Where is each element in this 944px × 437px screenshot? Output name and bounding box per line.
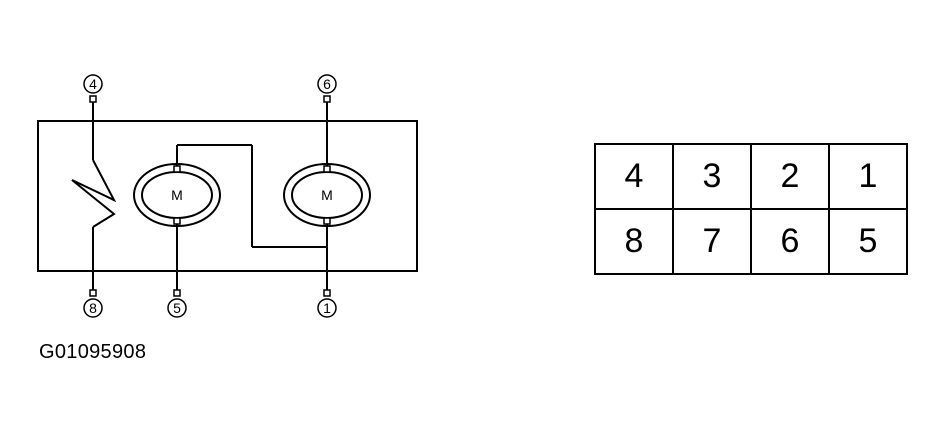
pin-4-circuit bbox=[71, 95, 117, 297]
connector-cell: 8 bbox=[594, 208, 674, 275]
motor-right: M bbox=[283, 163, 371, 227]
figure-id: G01095908 bbox=[39, 341, 147, 363]
svg-text:6: 6 bbox=[323, 76, 331, 92]
connector-pinout-table: 4 3 2 1 8 7 6 5 bbox=[594, 143, 908, 275]
resistor-icon bbox=[71, 159, 117, 228]
motor-left: M bbox=[133, 163, 221, 227]
motor-right-label: M bbox=[321, 187, 333, 203]
connector-cell: 6 bbox=[750, 208, 830, 275]
svg-text:5: 5 bbox=[173, 300, 181, 316]
svg-text:8: 8 bbox=[89, 300, 97, 316]
motor-left-label: M bbox=[171, 187, 183, 203]
connector-cell: 3 bbox=[672, 143, 752, 210]
pin-label-8: 8 bbox=[83, 298, 103, 318]
connector-row-1: 4 3 2 1 bbox=[594, 143, 908, 210]
svg-text:1: 1 bbox=[323, 300, 331, 316]
pin-label-6: 6 bbox=[317, 74, 337, 94]
connector-cell: 4 bbox=[594, 143, 674, 210]
connector-cell: 5 bbox=[828, 208, 908, 275]
pin-label-4: 4 bbox=[83, 74, 103, 94]
connector-cell: 7 bbox=[672, 208, 752, 275]
pin-label-5: 5 bbox=[167, 298, 187, 318]
component-housing bbox=[37, 120, 418, 272]
connector-cell: 1 bbox=[828, 143, 908, 210]
connector-row-2: 8 7 6 5 bbox=[594, 208, 908, 275]
pin-label-1: 1 bbox=[317, 298, 337, 318]
svg-text:4: 4 bbox=[89, 76, 97, 92]
connector-cell: 2 bbox=[750, 143, 830, 210]
